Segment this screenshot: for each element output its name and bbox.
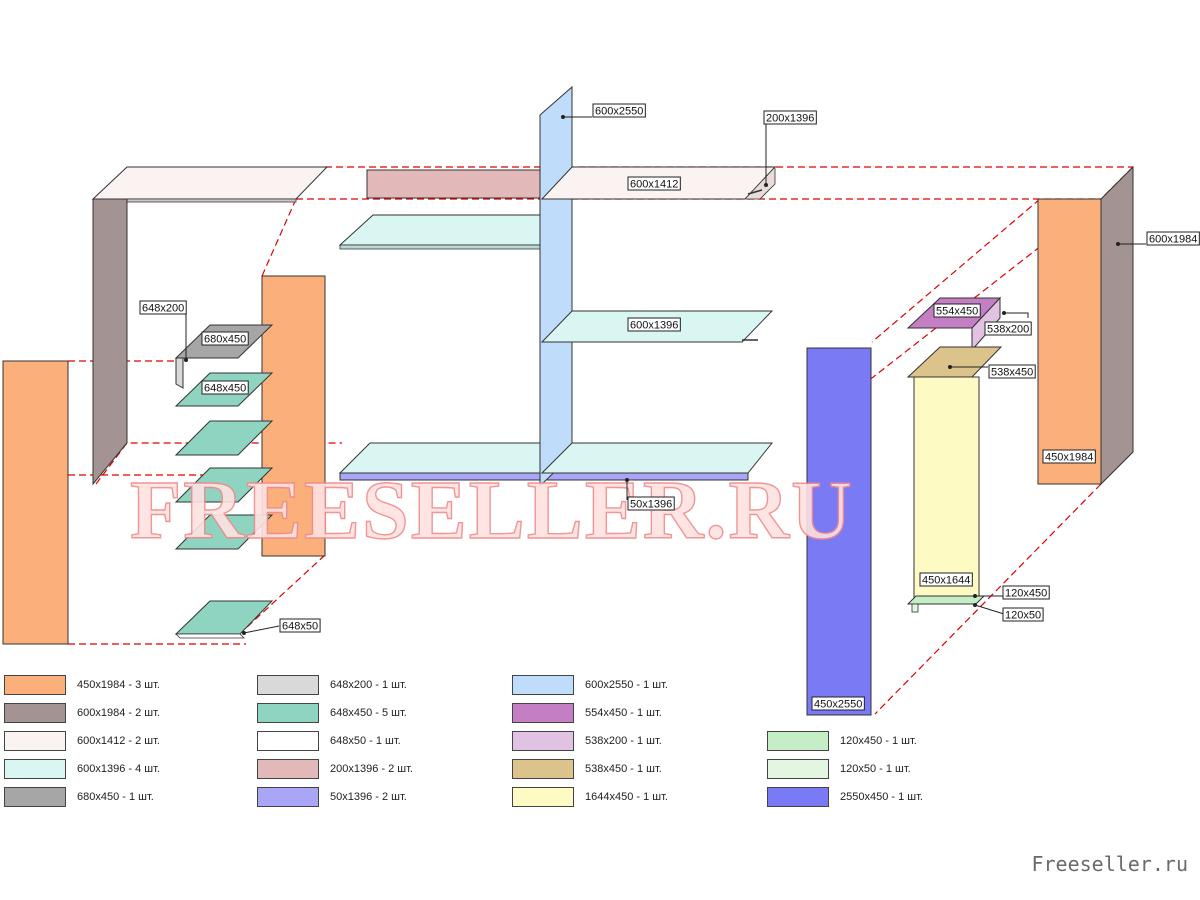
dim-label: 538x450 — [991, 367, 1033, 379]
panel-side-left-450x1984 — [261, 275, 326, 557]
legend-label: 600x1396 - 4 шт. — [77, 763, 160, 775]
shelf-648x450-4 — [174, 514, 274, 550]
dim-tag-600x2550: 600x2550 — [592, 103, 646, 118]
legend-label: 600x1984 - 2 шт. — [77, 707, 160, 719]
legend-swatch — [512, 787, 574, 807]
leader-dots — [184, 115, 1120, 635]
legend-label: 120x450 - 1 шт. — [840, 735, 917, 747]
dim-label: 600x1984 — [1149, 234, 1197, 246]
legend-swatch — [4, 731, 66, 751]
dim-tag-648x450: 648x450 — [201, 380, 249, 395]
dim-tag-600x1412: 600x1412 — [627, 176, 681, 191]
shelf-left-upper — [338, 214, 541, 246]
legend-label: 538x200 - 1 шт. — [585, 735, 662, 747]
legend-label: 450x1984 - 3 шт. — [77, 679, 160, 691]
legend-swatch — [257, 703, 319, 723]
legend-swatch — [4, 703, 66, 723]
panel-side-left-600x1984 — [92, 198, 128, 486]
legend-swatch — [512, 759, 574, 779]
legend: 450x1984 - 3 шт. 600x1984 - 2 шт. 600x1412… — [0, 675, 1200, 825]
legend-swatch — [512, 731, 574, 751]
legend-label: 1644x450 - 1 шт. — [585, 791, 668, 803]
dim-tag-120x450: 120x450 — [1002, 585, 1050, 600]
legend-swatch — [4, 759, 66, 779]
dim-tag-2550x450: 450x2550 — [811, 696, 865, 711]
panel-side-right-450x1984 — [1037, 198, 1102, 485]
dim-label: 50x1396 — [630, 499, 672, 511]
dim-tag-680x450: 680x450 — [201, 331, 249, 346]
legend-label: 554x450 - 1 шт. — [585, 707, 662, 719]
legend-swatch — [767, 759, 829, 779]
legend-label: 2550x450 - 1 шт. — [840, 791, 923, 803]
dim-label: 120x50 — [1005, 610, 1041, 622]
panel-front-left-450x1984 — [2, 360, 69, 645]
legend-swatch — [257, 675, 319, 695]
dim-tag-648x200: 648x200 — [139, 300, 187, 315]
legend-label: 680x450 - 1 шт. — [77, 791, 154, 803]
legend-label: 50x1396 - 2 шт. — [330, 791, 407, 803]
panel-120x450 — [906, 595, 986, 613]
panel-vertical-600x2550 — [539, 85, 573, 488]
dim-tag-600x1396: 600x1396 — [627, 317, 681, 332]
dim-label: 600x1412 — [630, 179, 678, 191]
dim-label: 648x200 — [142, 303, 184, 315]
leader-lines — [185, 116, 1146, 634]
panel-side-right-600x1984 — [1100, 165, 1134, 486]
dim-tag-538x200: 538x200 — [984, 321, 1032, 336]
dim-tag-600x1984: 600x1984 — [1146, 231, 1200, 246]
legend-swatch — [4, 787, 66, 807]
dim-tag-648x50: 648x50 — [279, 618, 321, 633]
dim-tag-50x1396: 50x1396 — [627, 496, 675, 511]
legend-label: 600x2550 - 1 шт. — [585, 679, 668, 691]
legend-label: 648x50 - 1 шт. — [330, 735, 401, 747]
legend-swatch — [512, 675, 574, 695]
watermark: FREESELLER.RU — [130, 464, 854, 557]
shelf-right-bottom — [540, 442, 774, 474]
panel-top-left — [91, 166, 329, 203]
legend-label: 120x50 - 1 шт. — [840, 763, 911, 775]
dim-label: 680x450 — [204, 334, 246, 346]
legend-label: 200x1396 - 2 шт. — [330, 763, 413, 775]
dim-label: 200x1396 — [766, 113, 814, 125]
legend-swatch — [257, 787, 319, 807]
dim-tag-450x1984: 450x1984 — [1042, 449, 1096, 464]
legend-label: 600x1412 - 2 шт. — [77, 735, 160, 747]
legend-label: 538x450 - 1 шт. — [585, 763, 662, 775]
legend-swatch — [767, 731, 829, 751]
dim-label: 538x200 — [987, 324, 1029, 336]
dim-label: 450x1984 — [1045, 452, 1093, 464]
shelf-648x450-bottom — [174, 600, 274, 639]
panel-538x450 — [906, 346, 1003, 378]
legend-swatch — [257, 731, 319, 751]
dim-label: 600x1396 — [630, 320, 678, 332]
panel-2550x450 — [806, 347, 872, 716]
dim-label: 648x50 — [282, 621, 318, 633]
dim-label: 554x450 — [936, 306, 978, 318]
panel-450x1644 — [913, 376, 980, 599]
shelf-648x450-2 — [174, 420, 274, 456]
panel-200x1396-back — [366, 169, 543, 199]
dim-tag-538x450: 538x450 — [988, 364, 1036, 379]
shelf-left-upper-edge — [339, 244, 541, 250]
dim-label: 600x2550 — [595, 106, 643, 118]
dim-label: 120x450 — [1005, 588, 1047, 600]
dim-label: 648x450 — [204, 383, 246, 395]
legend-swatch — [767, 787, 829, 807]
dim-label: 450x1644 — [922, 575, 970, 587]
legend-swatch — [4, 675, 66, 695]
dim-label: 450x2550 — [814, 699, 862, 711]
legend-label: 648x200 - 1 шт. — [330, 679, 407, 691]
shelf-648x450-3 — [174, 467, 274, 503]
dim-tag-554x450: 554x450 — [933, 303, 981, 318]
dim-tag-450x1644: 450x1644 — [919, 572, 973, 587]
legend-swatch — [512, 703, 574, 723]
dim-tag-200x1396: 200x1396 — [763, 110, 817, 125]
dimension-tags: 600x2550 200x1396 600x1412 600x1984 648x200 6… — [139, 103, 1200, 711]
dim-tag-120x50: 120x50 — [1002, 607, 1044, 622]
legend-swatch — [257, 759, 319, 779]
footer-site: Freeseller.ru — [1031, 852, 1188, 876]
legend-label: 648x450 - 5 шт. — [330, 707, 407, 719]
